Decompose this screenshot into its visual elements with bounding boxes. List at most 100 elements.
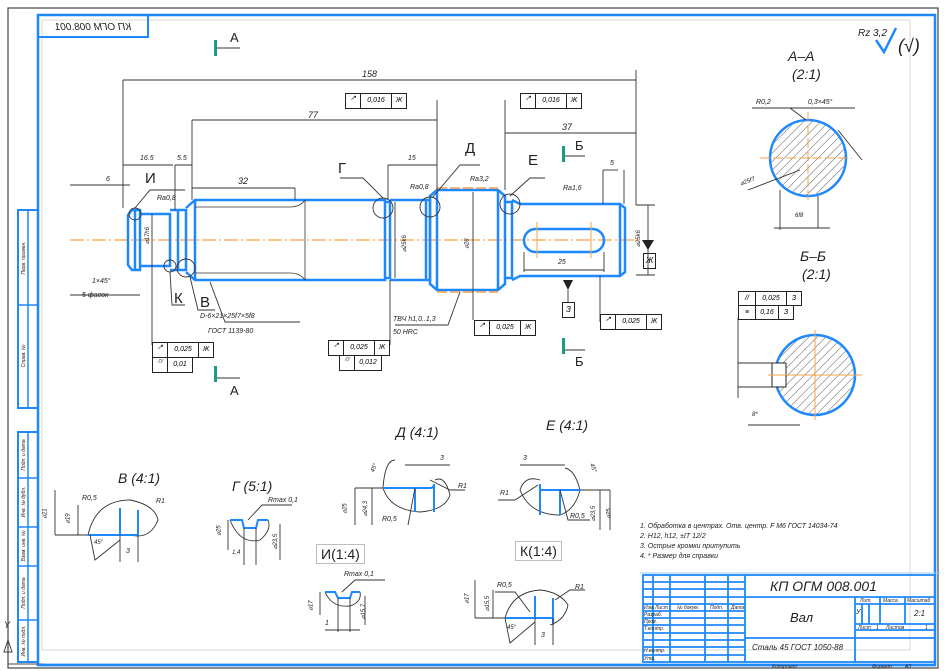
runout-icon: ↗ [153,343,168,357]
tolerance-frame-2: ↗ 0,016 Ж [520,93,582,109]
e-label-r1: R1 [500,490,509,497]
tolerance-datum: Ж [378,344,386,351]
k-label-d155: ⌀15,5 [485,595,492,612]
tolerance-datum: Ж [395,97,403,104]
aa-label-width: 6f8 [795,213,804,219]
section-a-bottom-mark [214,366,217,382]
col-header-sign: Подп. [710,605,724,611]
dim-dia-mid: ⌀25k6 [401,235,408,252]
tolerance-frame-9: // 0,025 З [738,291,802,306]
note-1: 1. Обработка в центрах. Отв. центр. F М6… [640,523,838,530]
detail-e-view [498,464,611,530]
v-label-45: 45° [94,540,104,546]
ucs-y-label: Y [4,620,11,630]
section-bb-view [737,318,862,426]
d-label-r05: R0,5 [382,516,397,523]
section-a-bottom-label: А [230,383,239,398]
datum-z-box: З [562,302,575,318]
k-label-r1: R1 [575,584,584,591]
row-approved: Утв. [644,656,656,662]
dim-25: 25 [558,259,566,266]
v-label-d19: ⌀19 [65,513,72,524]
inner-frame [41,19,911,651]
k-label-r05: R0,5 [497,582,512,589]
roughness-mark-1: Ra0,8 [157,195,176,202]
title-block-material: Сталь 45 ГОСТ 1050-88 [752,643,844,652]
callout-g: Г [338,160,347,177]
dim-chamfer-note: 5 фасок [82,292,109,299]
tolerance-value: 0,025 [756,292,787,305]
mirrored-stamp-text: КП ОГМ 008.001 [55,22,131,33]
section-b-top-label: Б [575,138,584,153]
g-label-d23: ⌀23,5 [273,533,280,550]
tolerance-value: 0,016 [361,94,392,108]
e-label-d25: ⌀25 [606,508,613,519]
note-3: 3. Острые кромки притупить [640,543,741,550]
callout-v: В [200,294,211,311]
i-label-rmax: Rmax 0,1 [344,571,374,578]
cylindricity-icon: ⌭ [340,356,355,370]
tolerance-value: 0,025 [616,315,647,329]
g-label-d25: ⌀25 [216,525,223,536]
detail-g-view [227,504,292,565]
tolerance-datum: Ж [650,318,658,325]
dim-5-5: 5.5 [177,155,187,162]
runout-icon: ↗ [346,94,361,108]
dim-15: 15 [408,155,416,162]
side-stamp-label-5: Взам. инв. № [21,530,27,562]
col-header-date: Дата [731,605,745,611]
row-tech-control: Т.контр. [644,626,665,632]
tolerance-frame-7: ↗ 0,025 Ж [474,320,536,336]
datum-zh-triangle [642,240,654,250]
runout-icon: ↗ [475,321,490,335]
tolerance-value: 0,025 [344,341,375,355]
dim-total: 158 [362,69,378,79]
roughness-mark-4: Ra1,6 [563,185,582,192]
tolerance-frame-1: ↗ 0,016 Ж [345,93,407,109]
detail-i-title: И(1:4) [316,544,365,564]
i-label-d17: ⌀17 [308,600,315,611]
v-label-d21: ⌀21 [42,508,49,519]
col-header-izm: Изм. [644,605,655,611]
lit-label: Лит. [860,598,872,604]
section-bb-scale: (2:1) [802,266,831,282]
sheet-border [7,7,939,669]
sheet-label: Лист [858,625,871,631]
title-block-part-name: Вал [790,610,814,625]
e-label-3: 3 [523,455,527,462]
side-stamp-label-2: Справ. № [21,344,27,367]
section-b-top-mark [562,146,565,162]
col-header-doc: № докум. [677,605,700,611]
scale-value: 2:1 [914,609,926,618]
dim-dia-collar: ⌀28 [464,238,471,249]
i-label-d157: ⌀15,7 [361,603,368,620]
dim-5: 5 [610,160,614,167]
callout-k: К [174,290,183,307]
spline-spec-2: ГОСТ 1139-80 [208,328,254,335]
k-label-45: 45° [507,625,517,631]
tolerance-frame-8: ↗ 0,025 Ж [600,314,662,330]
detail-g-title: Г (5:1) [232,478,273,494]
row-norm-control: Н.контр. [644,648,666,654]
roughness-mark-3: Ra3,2 [470,176,489,183]
tolerance-datum: Ж [570,97,578,104]
e-label-d235: ⌀23,5 [591,505,598,522]
sheets-label: Листов [886,625,905,631]
tolerance-value: 0,01 [173,361,187,368]
detail-d-title: Д (4:1) [396,424,439,440]
section-b-bottom-label: Б [575,354,584,369]
dim-16-5: 16.5 [140,155,154,162]
tolerance-datum: Ж [202,346,210,353]
copied-label: Копировал [772,664,797,670]
sheet-value: 1 [876,625,879,631]
runout-icon: ↗ [601,315,616,329]
runout-icon: ↗ [329,341,344,355]
tolerance-value: 0,012 [359,359,377,366]
tolerance-datum: З [791,295,797,302]
callout-i: И [145,170,156,187]
datum-z-triangle [563,280,573,290]
row-checked: Пров. [644,619,658,625]
section-aa-view [747,107,863,230]
g-label-14: 1,4 [232,550,241,556]
side-stamp-label-6: Подп. и дата [21,577,27,609]
